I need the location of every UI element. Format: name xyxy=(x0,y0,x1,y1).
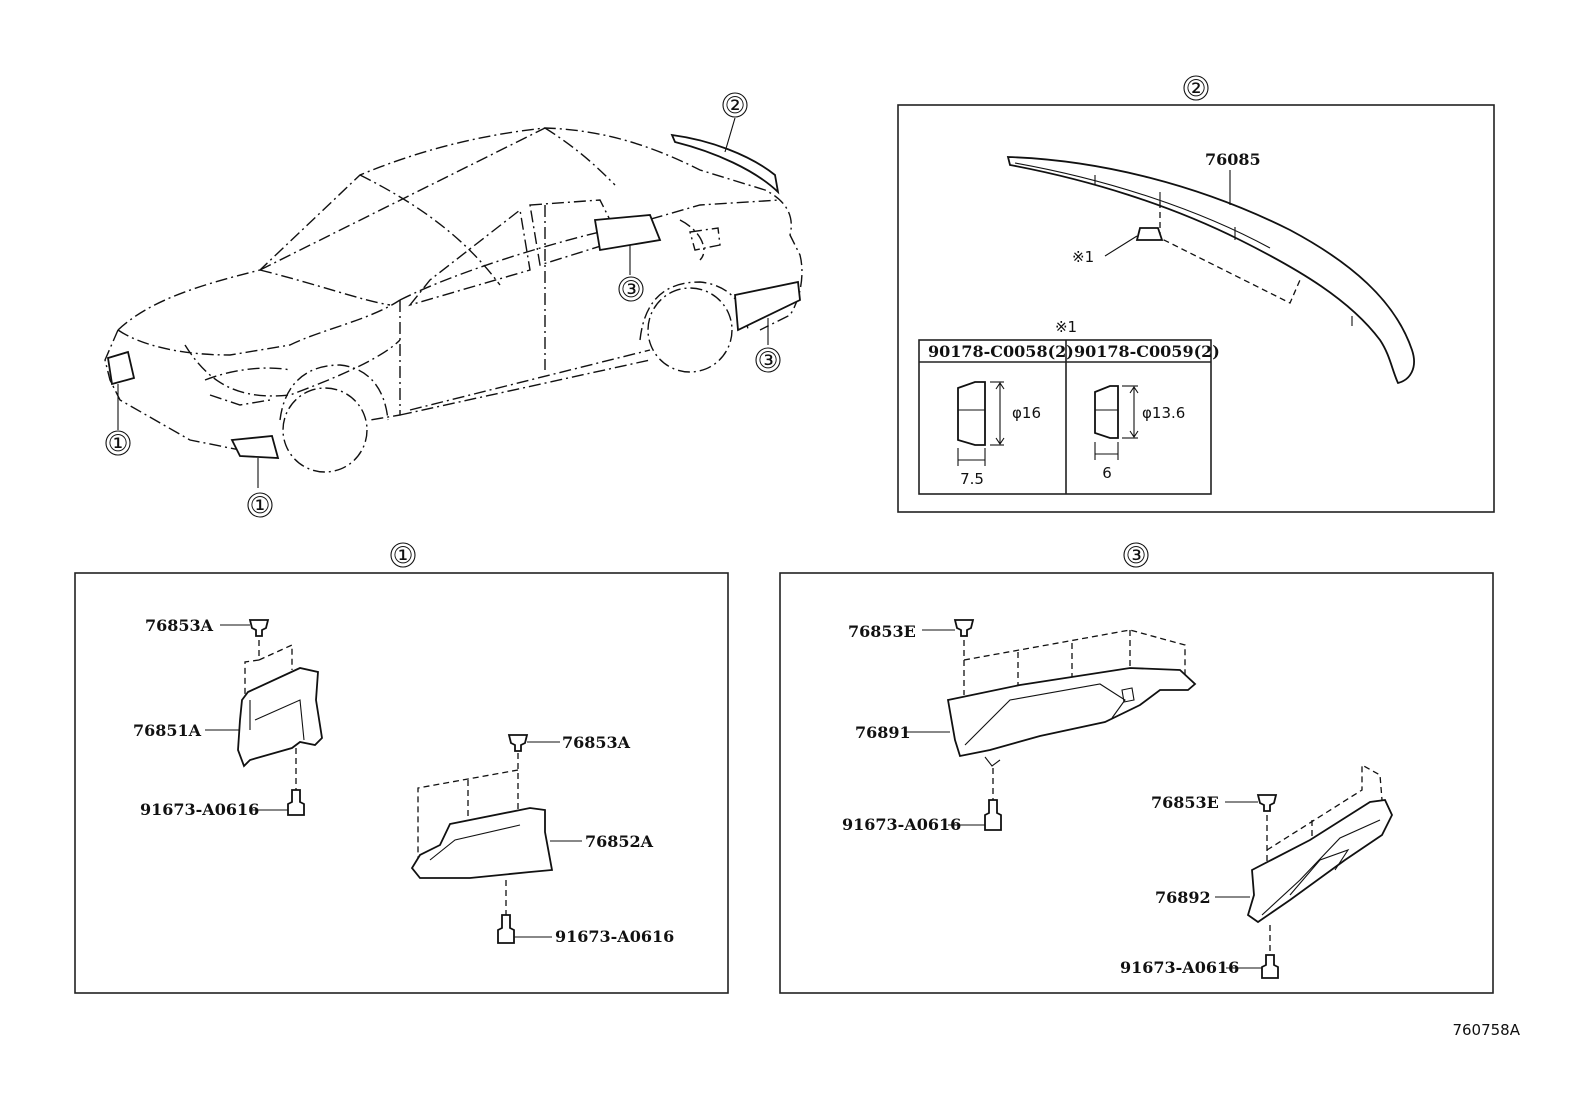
callout-front-right: ① xyxy=(250,493,271,519)
nut-ref-label: ※1 xyxy=(1072,248,1094,266)
panel-rear-spoilers: ③ 76853E 76891 91673-A0616 76853E xyxy=(779,542,1494,994)
callout-spoiler: ② xyxy=(725,93,746,119)
callout-front-left: ① xyxy=(108,431,129,457)
nut-col2-diameter: φ13.6 xyxy=(1142,404,1185,422)
nut-col1-diameter: φ16 xyxy=(1012,404,1041,422)
nut-table-title: ※1 xyxy=(1055,318,1077,336)
nut-col2-width: 6 xyxy=(1102,464,1112,482)
nut-col2-header: 90178-C0059(2) xyxy=(1074,342,1220,361)
part-76853E-upper: 76853E xyxy=(848,622,916,641)
nut-90178-c0058-drawing xyxy=(957,381,1005,466)
part-76853A-upper: 76853A xyxy=(145,616,214,635)
panel-front-frame xyxy=(74,572,729,994)
panel-spoiler: ② ※1 76085 ※1 90178-C0058(2) 90178-C0059… xyxy=(897,75,1495,513)
panel-spoiler-callout: ② xyxy=(1186,76,1207,102)
panel-front-spoilers: ① 76853A 76851A 91673-A0616 76853A 768 xyxy=(74,542,729,994)
part-76891: 76891 xyxy=(855,723,911,742)
part-91673-A0616-d: 91673-A0616 xyxy=(1120,958,1239,977)
part-76852A: 76852A xyxy=(585,832,654,851)
part-91673-A0616-b: 91673-A0616 xyxy=(555,927,674,946)
part-91673-A0616-a: 91673-A0616 xyxy=(140,800,259,819)
nut-table xyxy=(918,339,1212,495)
part-76085: 76085 xyxy=(1205,150,1261,169)
panel-spoiler-frame xyxy=(897,104,1495,513)
nut-col1-width: 7.5 xyxy=(960,470,984,488)
callout-rear-left: ③ xyxy=(621,277,642,303)
nut-col1-header: 90178-C0058(2) xyxy=(928,342,1074,361)
part-91673-A0616-c: 91673-A0616 xyxy=(842,815,961,834)
drawing-number: 760758A xyxy=(1452,1021,1520,1039)
part-76892: 76892 xyxy=(1155,888,1211,907)
part-76851A: 76851A xyxy=(133,721,202,740)
panel-rear-callout: ③ xyxy=(1126,543,1147,569)
part-76853A-lower: 76853A xyxy=(562,733,631,752)
nut-90178-c0059-drawing xyxy=(1094,385,1139,460)
panel-rear-frame xyxy=(779,572,1494,994)
panel-front-callout: ① xyxy=(393,543,414,569)
part-76853E-lower: 76853E xyxy=(1151,793,1219,812)
car-overview: ① ① ② ③ ③ xyxy=(104,92,803,519)
callout-rear-right: ③ xyxy=(758,348,779,374)
